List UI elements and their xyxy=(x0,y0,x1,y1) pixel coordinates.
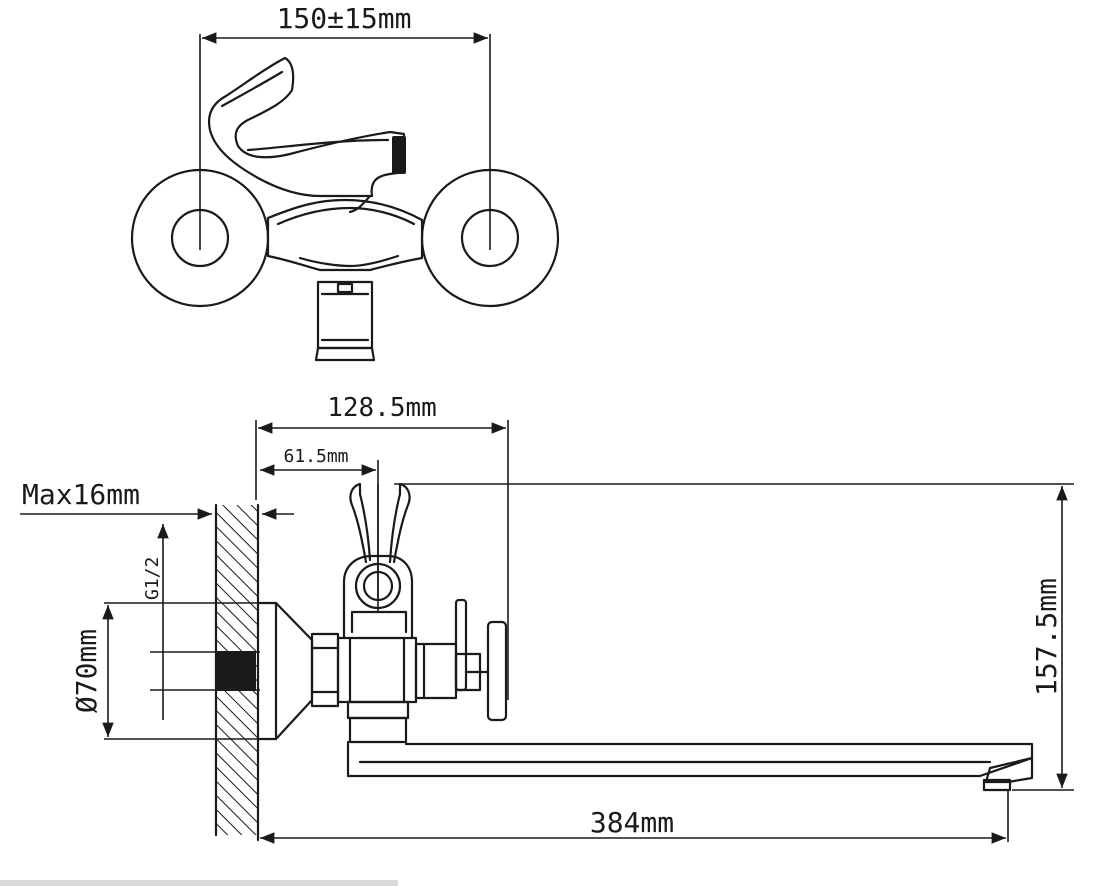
lever-knob xyxy=(486,620,508,722)
left-flange-hole xyxy=(170,208,230,268)
bottom-scrollbar-strip xyxy=(0,880,398,886)
lever-side xyxy=(454,598,468,692)
dimension-spout-depth: 128.5mm xyxy=(255,393,509,700)
top-view: 150±15mm xyxy=(130,2,560,362)
diverter-housing xyxy=(342,554,414,640)
swivel-spout xyxy=(346,740,1034,778)
label-spout-length: 384mm xyxy=(590,806,674,839)
side-view: 128.5mm 61.5mm Max16mm G1/2 Ø70mm xyxy=(20,393,1074,844)
label-height: 157.5mm xyxy=(1030,578,1063,696)
valve-ring xyxy=(414,642,458,700)
label-wall-thickness: Max16mm xyxy=(22,478,140,511)
spout-aerator xyxy=(984,756,1034,784)
spout-joint-nut xyxy=(346,700,410,720)
eccentric-thread xyxy=(216,651,256,691)
label-flange-diameter: Ø70mm xyxy=(70,629,103,713)
lever-handle xyxy=(207,56,406,198)
faucet-body-top xyxy=(266,198,424,272)
hex-nut xyxy=(310,632,340,708)
dimension-flange-diameter: Ø70mm xyxy=(70,602,260,740)
label-spout-depth: 128.5mm xyxy=(327,393,437,423)
label-center-spacing: 150±15mm xyxy=(277,2,412,35)
dimension-handset-depth: 61.5mm xyxy=(260,446,379,600)
dimension-height: 157.5mm xyxy=(394,483,1074,791)
conical-flange xyxy=(256,601,314,741)
dimension-spout-length: 384mm xyxy=(260,790,1009,844)
handset-holder xyxy=(349,482,411,564)
right-flange-hole xyxy=(460,208,520,268)
dimension-wall-thickness: Max16mm xyxy=(20,478,294,520)
label-handset-depth: 61.5mm xyxy=(283,446,348,467)
lever-grip xyxy=(392,136,406,174)
label-thread: G1/2 xyxy=(142,557,163,600)
dimension-center-spacing: 150±15mm xyxy=(199,2,491,250)
